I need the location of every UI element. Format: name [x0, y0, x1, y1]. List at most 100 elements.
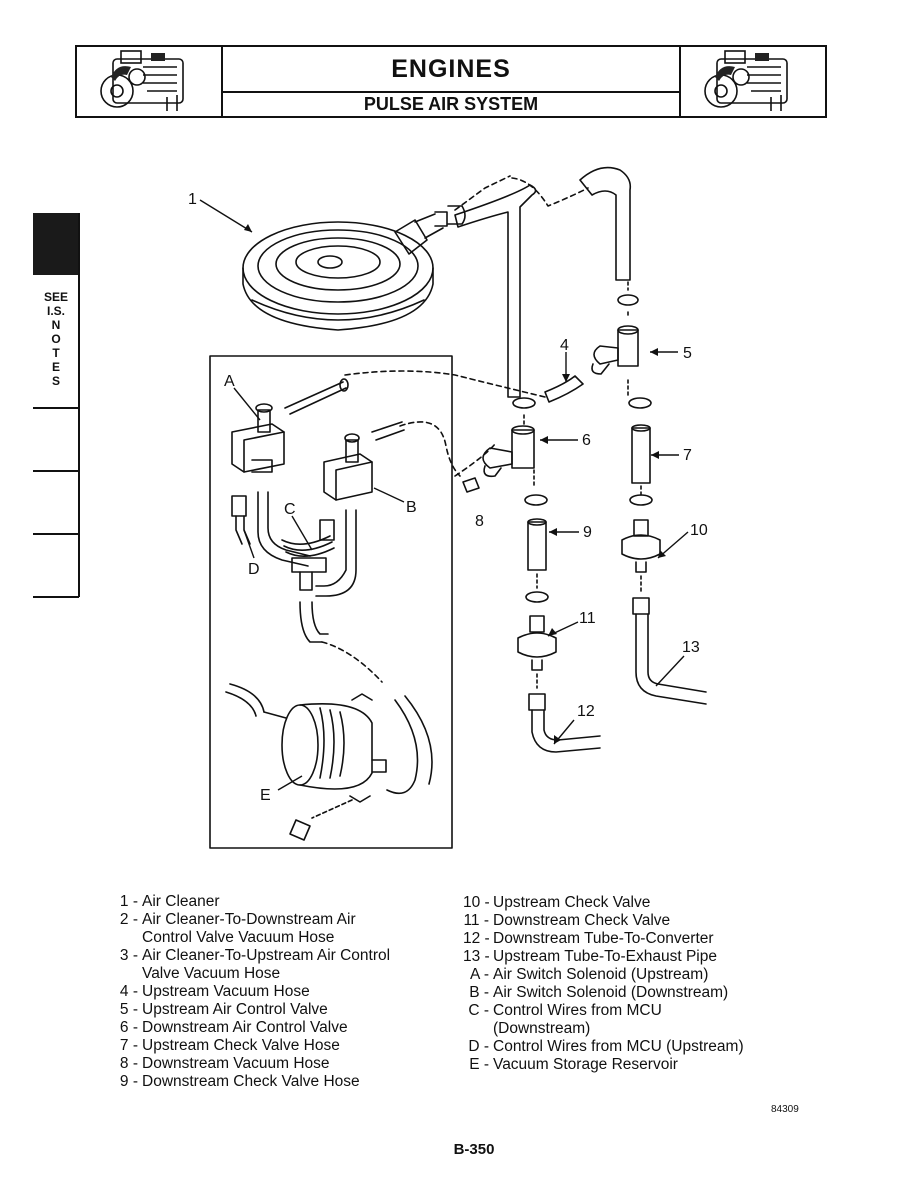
downstream-check-valve-drawing [517, 615, 557, 711]
legend-key: 2 - [119, 911, 138, 928]
legend-item: 10 -Upstream Check Valve [463, 894, 744, 912]
legend-item: 8 -Downstream Vacuum Hose [112, 1055, 390, 1073]
downstream-air-control-valve-drawing [462, 397, 536, 493]
side-divider [33, 470, 79, 472]
legend-item: 9 -Downstream Check Valve Hose [112, 1073, 390, 1091]
side-note-line: O [51, 332, 61, 346]
page-header: ENGINES PULSE AIR SYSTEM [75, 45, 827, 118]
vacuum-storage-reservoir-drawing [225, 683, 433, 841]
legend-key: 11 - [463, 912, 489, 929]
legend-text: Air Cleaner-To-Downstream Air [142, 911, 356, 928]
legend-item: Control Valve Vacuum Hose [112, 929, 390, 947]
legend-item: 4 -Upstream Vacuum Hose [112, 983, 390, 1001]
callout-6: 6 [582, 432, 591, 449]
callout-7: 7 [683, 447, 692, 464]
legend-text: Air Cleaner [142, 893, 220, 910]
legend-item: 12 -Downstream Tube-To-Converter [463, 930, 744, 948]
side-note-line: SEE [43, 290, 68, 304]
upstream-check-valve-drawing [621, 519, 661, 615]
figure-number: 84309 [771, 1104, 799, 1115]
legend-text: Control Wires from MCU [493, 1002, 662, 1019]
solenoid-a-drawing [231, 378, 349, 473]
header-title-box: ENGINES PULSE AIR SYSTEM [221, 47, 681, 116]
legend-key [463, 1020, 489, 1038]
legend-right: 10 -Upstream Check Valve 11 -Downstream … [463, 894, 744, 1074]
pulse-air-diagram: 1 4 5 6 7 8 9 10 11 12 13 A B C D E [150, 150, 830, 870]
engine-illustration-right [679, 47, 825, 116]
legend-item: 5 -Upstream Air Control Valve [112, 1001, 390, 1019]
side-note-line: N [51, 318, 61, 332]
side-note-line: S [51, 374, 60, 388]
legend-item: (Downstream) [463, 1020, 744, 1038]
legend-text: Valve Vacuum Hose [142, 965, 281, 982]
callout-5: 5 [683, 345, 692, 362]
legend-item: D -Control Wires from MCU (Upstream) [463, 1038, 744, 1056]
legend-text: Downstream Check Valve Hose [142, 1073, 360, 1090]
legend-item: 7 -Upstream Check Valve Hose [112, 1037, 390, 1055]
legend-key [112, 965, 138, 983]
legend-text: Air Switch Solenoid (Downstream) [493, 984, 729, 1001]
legend-key: 12 - [463, 930, 490, 947]
legend-text: Downstream Check Valve [493, 912, 671, 929]
legend-key: 8 - [119, 1055, 138, 1072]
legend-text: Upstream Tube-To-Exhaust Pipe [493, 948, 717, 965]
engine-illustration-left [77, 47, 223, 116]
legend-item: 3 -Air Cleaner-To-Upstream Air Control [112, 947, 390, 965]
callout-d: D [248, 561, 260, 578]
page-title: ENGINES [391, 55, 511, 83]
legend-text: Control Wires from MCU (Upstream) [493, 1038, 744, 1055]
legend-key: 10 - [463, 894, 490, 911]
callout-a: A [224, 373, 235, 390]
callout-10: 10 [690, 522, 708, 539]
legend-text: Air Switch Solenoid (Upstream) [493, 966, 709, 983]
legend-text: (Downstream) [493, 1020, 591, 1037]
legend-text: Downstream Air Control Valve [142, 1019, 348, 1036]
legend-text: Vacuum Storage Reservoir [493, 1056, 678, 1073]
legend-left: 1 -Air Cleaner 2 -Air Cleaner-To-Downstr… [112, 893, 390, 1091]
page-number-wrap: B-350 [0, 1141, 918, 1158]
callout-12: 12 [577, 703, 595, 720]
see-is-notes: SEE I.S. N O T E S [33, 290, 79, 388]
legend-item: E -Vacuum Storage Reservoir [463, 1056, 744, 1074]
side-divider [33, 533, 79, 535]
callout-e: E [260, 787, 271, 804]
legend-text: Upstream Check Valve Hose [142, 1037, 340, 1054]
callout-9: 9 [583, 524, 592, 541]
side-note-line: T [52, 346, 60, 360]
legend-text: Air Cleaner-To-Upstream Air Control [142, 947, 391, 964]
callout-1: 1 [188, 191, 197, 208]
legend-key: 13 - [463, 948, 490, 965]
legend-item: C -Control Wires from MCU [463, 1002, 744, 1020]
legend-text: Upstream Vacuum Hose [142, 983, 310, 1000]
callout-11: 11 [579, 610, 596, 627]
legend-key: 5 - [119, 1001, 138, 1018]
page-number: B-350 [453, 1141, 495, 1158]
callout-13: 13 [682, 639, 700, 656]
legend-key [112, 929, 138, 947]
legend-item: 1 -Air Cleaner [112, 893, 390, 911]
legend-key: 6 - [119, 1019, 138, 1036]
legend-key: C - [468, 1002, 489, 1019]
upstream-air-control-valve-drawing [591, 281, 652, 409]
legend-key: 4 - [119, 983, 138, 1000]
legend-text: Downstream Vacuum Hose [142, 1055, 330, 1072]
legend-key: 7 - [119, 1037, 138, 1054]
side-divider-vertical [78, 213, 80, 597]
callout-4: 4 [560, 337, 569, 354]
legend-key: 3 - [119, 947, 138, 964]
legend-key: A - [470, 966, 489, 983]
callout-c: C [284, 501, 296, 518]
legend-text: Upstream Air Control Valve [142, 1001, 328, 1018]
side-divider [33, 407, 79, 409]
legend-item: 13 -Upstream Tube-To-Exhaust Pipe [463, 948, 744, 966]
solenoid-b-drawing [323, 421, 461, 501]
legend-item: 6 -Downstream Air Control Valve [112, 1019, 390, 1037]
section-tab [33, 213, 79, 275]
legend-key: 9 - [119, 1073, 138, 1090]
side-note-line: I.S. [46, 304, 65, 318]
legend-key: E - [469, 1056, 489, 1073]
legend-key: 1 - [119, 893, 138, 910]
legend-item: 11 -Downstream Check Valve [463, 912, 744, 930]
legend-text: Downstream Tube-To-Converter [493, 930, 714, 947]
legend-key: B - [469, 984, 489, 1001]
